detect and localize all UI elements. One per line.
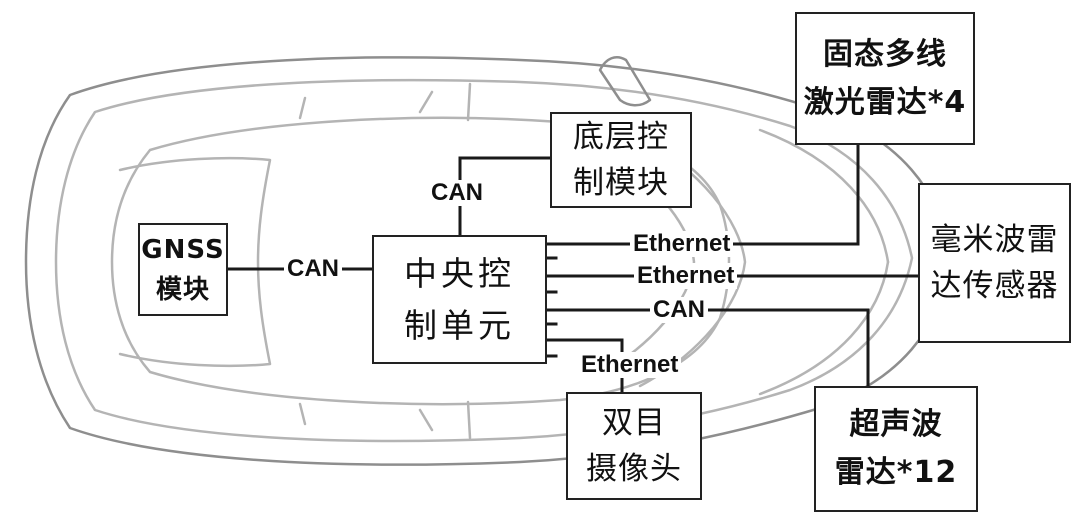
stereo-camera-box: 双目 摄像头 — [566, 392, 702, 500]
car-pillar-top — [298, 90, 434, 120]
chassis-control-box: 底层控 制模块 — [550, 112, 692, 208]
mmwave-bus-label: Ethernet — [634, 263, 738, 289]
lidar-box-label: 固态多线 激光雷达*4 — [803, 36, 967, 120]
car-body-inner — [54, 78, 914, 443]
chassis-bus-label: CAN — [428, 180, 486, 206]
gnss-box-label: GNSS 模块 — [141, 234, 225, 305]
ultrasonic-radar-box: 超声波 雷达*12 — [814, 386, 978, 512]
car-door-seam — [466, 82, 472, 440]
wire-chassis-can — [458, 156, 552, 239]
car-mirror-top — [598, 56, 652, 107]
gnss-bus-label: CAN — [284, 256, 342, 282]
car-hood-top — [758, 128, 890, 264]
car-rear-window — [118, 156, 272, 368]
gnss-box: GNSS 模块 — [138, 223, 228, 316]
chassis-control-label: 底层控 制模块 — [573, 119, 669, 201]
car-pillar-bottom — [298, 402, 434, 432]
mmwave-radar-label: 毫米波雷 达传感器 — [930, 222, 1059, 304]
car-hood-bottom — [758, 260, 890, 396]
camera-bus-label: Ethernet — [578, 352, 682, 378]
ultrasonic-radar-label: 超声波 雷达*12 — [834, 407, 958, 490]
stereo-camera-label: 双目 摄像头 — [586, 405, 682, 487]
lidar-box: 固态多线 激光雷达*4 — [795, 12, 975, 145]
ultrasonic-bus-label: CAN — [650, 297, 708, 323]
lidar-bus-label: Ethernet — [630, 231, 734, 257]
central-control-unit-label: 中央控 制单元 — [404, 253, 515, 345]
central-control-unit-box: 中央控 制单元 — [372, 235, 547, 364]
mmwave-radar-box: 毫米波雷 达传感器 — [918, 183, 1071, 343]
